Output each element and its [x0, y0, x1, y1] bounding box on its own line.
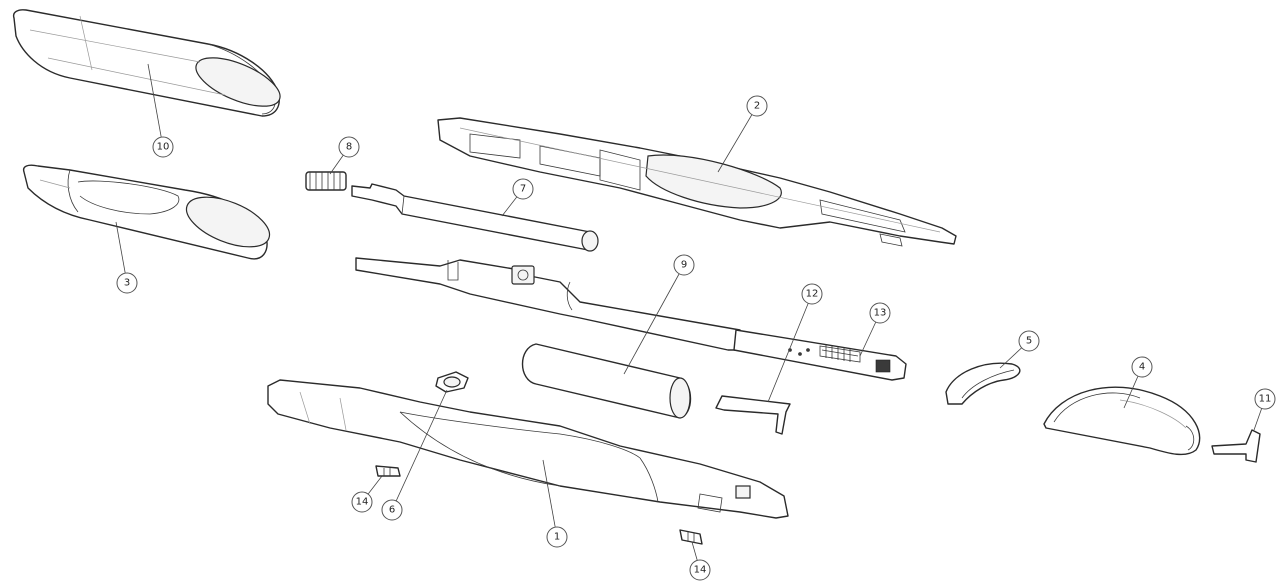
- callout-circle: [801, 283, 823, 305]
- callout-c14b: 14: [689, 559, 711, 581]
- callout-number: 5: [1026, 336, 1032, 347]
- callout-number: 1: [554, 532, 560, 543]
- callout-circle: [1254, 388, 1276, 410]
- callout-c2: 2: [746, 95, 768, 117]
- leader-line-c10: [147, 63, 164, 148]
- part-7-cylinder-shaft: [351, 183, 599, 252]
- part-14-clip-right: [679, 529, 703, 545]
- part-6-button: [435, 371, 469, 393]
- callout-c8: 8: [338, 136, 360, 158]
- callout-circle: [746, 95, 768, 117]
- leader-line-c6: [391, 389, 448, 511]
- callout-number: 6: [389, 505, 395, 516]
- callout-circle: [689, 559, 711, 581]
- callout-number: 14: [356, 497, 369, 508]
- callout-circle: [338, 136, 360, 158]
- part-3-nose-housing: [22, 164, 271, 260]
- part-2-upper-frame: [437, 117, 957, 247]
- callout-number: 3: [124, 278, 130, 289]
- callout-number: 14: [694, 565, 707, 576]
- callout-c11: 11: [1254, 388, 1276, 410]
- callout-circle: [116, 272, 138, 294]
- callout-number: 13: [874, 308, 887, 319]
- leader-line-c2: [717, 105, 758, 173]
- callout-circle: [381, 499, 403, 521]
- part-13-circuit-board: [733, 329, 907, 381]
- callout-c10: 10: [152, 136, 174, 158]
- callout-c12: 12: [801, 283, 823, 305]
- callout-number: 11: [1259, 394, 1272, 405]
- callout-number: 8: [346, 142, 352, 153]
- callout-c7: 7: [512, 178, 534, 200]
- leader-line-c1: [542, 459, 558, 538]
- callout-number: 2: [754, 101, 760, 112]
- leader-line-c9: [623, 264, 685, 375]
- leader-line-c12: [767, 293, 813, 403]
- callout-number: 12: [806, 289, 819, 300]
- callout-circle: [1131, 356, 1153, 378]
- callout-circle: [512, 178, 534, 200]
- callout-number: 4: [1139, 362, 1145, 373]
- callout-circle: [1018, 330, 1040, 352]
- callout-c13: 13: [869, 302, 891, 324]
- callout-c1: 1: [546, 526, 568, 548]
- callout-circle: [351, 491, 373, 513]
- part-5-end-holder: [945, 362, 1021, 405]
- callout-c9: 9: [673, 254, 695, 276]
- callout-circle: [546, 526, 568, 548]
- callout-number: 9: [681, 260, 687, 271]
- part-9-battery: [521, 343, 692, 419]
- callout-c3: 3: [116, 272, 138, 294]
- callout-circle: [673, 254, 695, 276]
- part-12-spring-clip: [715, 395, 791, 435]
- part-11-connector: [1211, 429, 1261, 463]
- part-4-end-cap: [1043, 386, 1201, 456]
- callout-c5: 5: [1018, 330, 1040, 352]
- part-14-clip-left: [375, 465, 401, 477]
- part-1-lower-housing: [267, 379, 789, 519]
- part-10-outer-sleeve: [12, 9, 281, 117]
- callout-c14a: 14: [351, 491, 373, 513]
- part-8-spring: [305, 171, 347, 191]
- callout-circle: [869, 302, 891, 324]
- callout-number: 7: [520, 184, 526, 195]
- callout-c4: 4: [1131, 356, 1153, 378]
- callout-number: 10: [157, 142, 170, 153]
- callout-circle: [152, 136, 174, 158]
- callout-c6: 6: [381, 499, 403, 521]
